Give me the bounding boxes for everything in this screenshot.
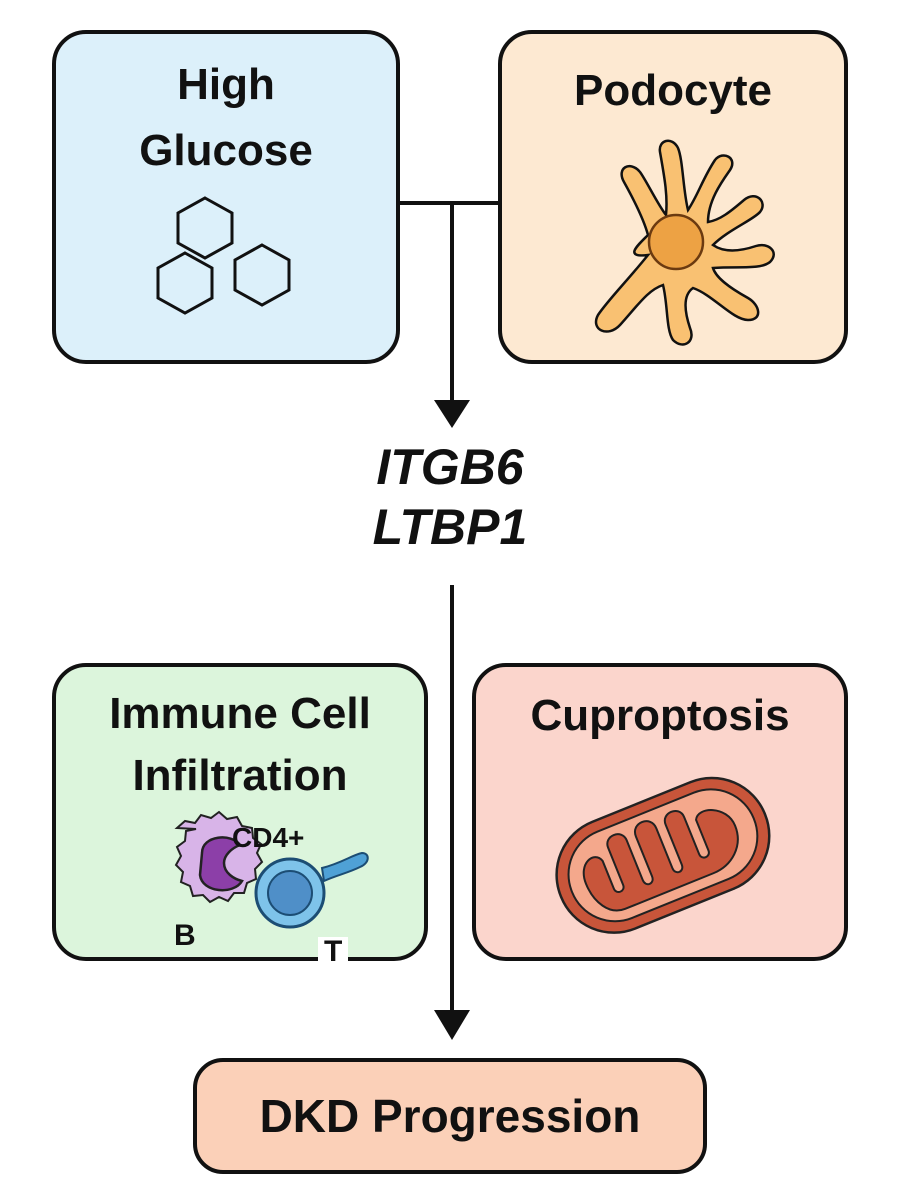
podocyte-cell-icon xyxy=(594,139,775,346)
cd4-t-cell-icon xyxy=(254,851,369,929)
gene-ltbp1: LTBP1 xyxy=(372,499,528,555)
node-immune-cell-infiltration: Immune Cell Infiltration CD4+ B T xyxy=(52,663,428,967)
high-glucose-label-line1: High xyxy=(177,60,275,109)
node-dkd-progression: DKD Progression xyxy=(193,1058,707,1174)
immune-label-line2: Infiltration xyxy=(132,751,348,800)
t-cell-label: T xyxy=(318,937,349,967)
node-podocyte: Podocyte xyxy=(498,30,848,364)
node-high-glucose: High Glucose xyxy=(52,30,400,364)
dkd-progression-label: DKD Progression xyxy=(259,1090,641,1142)
b-cell-icon xyxy=(174,810,264,904)
node-cuproptosis: Cuproptosis xyxy=(472,663,848,961)
mitochondrion-icon xyxy=(555,776,771,934)
cuproptosis-label: Cuproptosis xyxy=(530,691,790,740)
t-cell-marker-label: CD4+ xyxy=(232,822,305,853)
high-glucose-label-line2: Glucose xyxy=(139,126,313,175)
gene-itgb6: ITGB6 xyxy=(376,439,524,495)
immune-label-line1: Immune Cell xyxy=(109,689,371,738)
glucose-hexagons-icon xyxy=(156,196,291,315)
b-cell-label: B xyxy=(174,919,196,952)
podocyte-label: Podocyte xyxy=(573,66,773,115)
immune-cells-illustration xyxy=(174,810,369,929)
arrow-head-to-dkd xyxy=(434,1010,470,1040)
arrow-head-to-genes xyxy=(434,400,470,428)
